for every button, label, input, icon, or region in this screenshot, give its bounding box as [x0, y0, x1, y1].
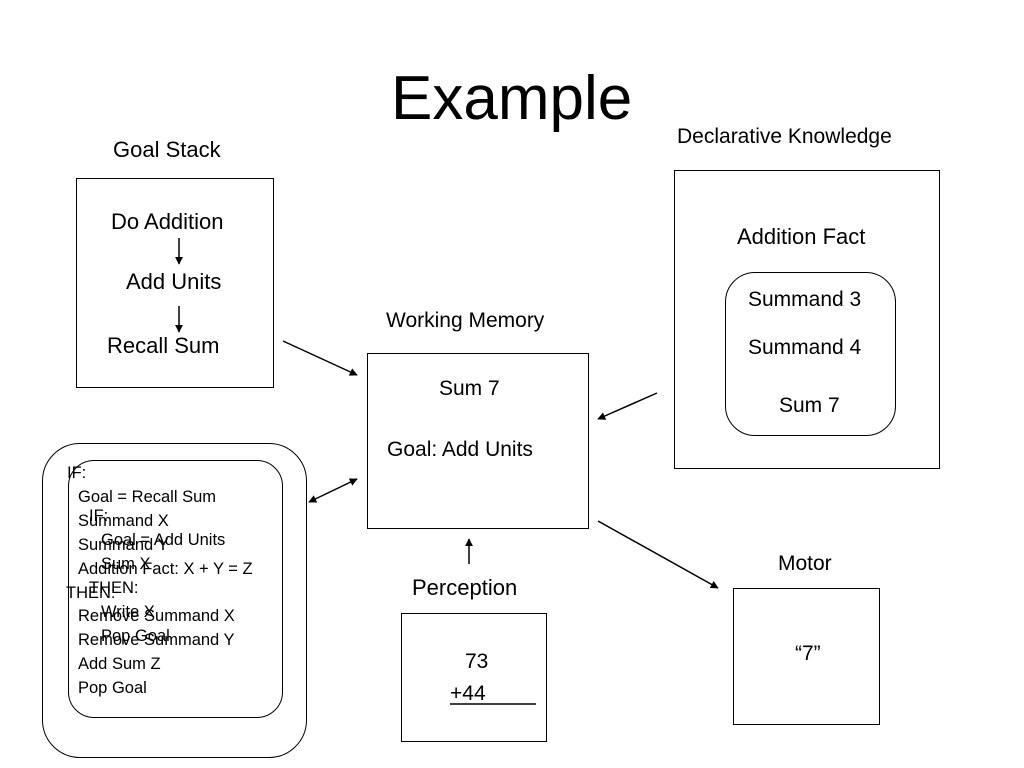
perception-box — [401, 613, 547, 742]
goal-stack-item: Recall Sum — [107, 333, 220, 358]
rule1-if-label: IF: — [67, 464, 87, 482]
addition-fact-label: Addition Fact — [737, 224, 866, 249]
fact-item: Summand 4 — [748, 336, 862, 359]
motor-output: “7” — [795, 642, 821, 665]
rule2-condition: Goal = Add Units — [101, 531, 226, 549]
declarative-to-memory-arrow — [597, 392, 658, 420]
goal-stack-item: Add Units — [126, 269, 222, 294]
rule1-action: Add Sum Z — [78, 655, 161, 673]
rule1-action: Remove Summand X — [78, 607, 235, 625]
goal-stack-label: Goal Stack — [113, 137, 221, 162]
rule2-then-label: THEN: — [89, 579, 139, 597]
declarative-knowledge-box — [674, 170, 940, 469]
goal-stack-item: Do Addition — [111, 209, 224, 234]
rule1-then-label: THEN: — [66, 584, 116, 602]
working-memory-label: Working Memory — [386, 309, 545, 332]
perception-label: Perception — [412, 575, 518, 600]
declarative-knowledge-label: Declarative Knowledge — [677, 125, 892, 148]
goal-to-memory-arrow — [282, 340, 358, 376]
memory-to-motor-arrow — [597, 520, 719, 589]
slide-title: Example — [391, 64, 633, 133]
rule1-condition: Goal = Recall Sum — [78, 488, 217, 506]
working-memory-item: Sum 7 — [439, 377, 500, 400]
rule2-action: Pop Goal — [101, 627, 170, 645]
production-outer-box — [42, 443, 307, 758]
rule1-condition: Summand X — [78, 512, 169, 530]
addition-fact-chunk — [725, 272, 896, 436]
perception-line: +44 — [450, 682, 486, 705]
perception-line: 73 — [465, 650, 489, 673]
working-memory-box — [367, 353, 589, 529]
rule1-condition: Addition Fact: X + Y = Z — [78, 560, 253, 578]
fact-item: Sum 7 — [779, 394, 840, 417]
motor-label: Motor — [778, 552, 832, 575]
memory-production-double-arrow — [308, 478, 358, 503]
rule2-action: Write X — [101, 603, 155, 621]
rule2-condition: Sum X — [101, 555, 151, 573]
rule1-action: Remove Summand Y — [78, 631, 235, 649]
fact-item: Summand 3 — [748, 288, 862, 311]
rule1-action: Pop Goal — [78, 679, 147, 697]
rule1-condition: Summand Y — [78, 536, 169, 554]
goal-stack-box — [76, 178, 274, 388]
working-memory-item: Goal: Add Units — [387, 438, 533, 461]
rule2-if-label: IF: — [89, 507, 109, 525]
production-inner-box — [68, 460, 283, 718]
motor-box — [733, 588, 880, 725]
